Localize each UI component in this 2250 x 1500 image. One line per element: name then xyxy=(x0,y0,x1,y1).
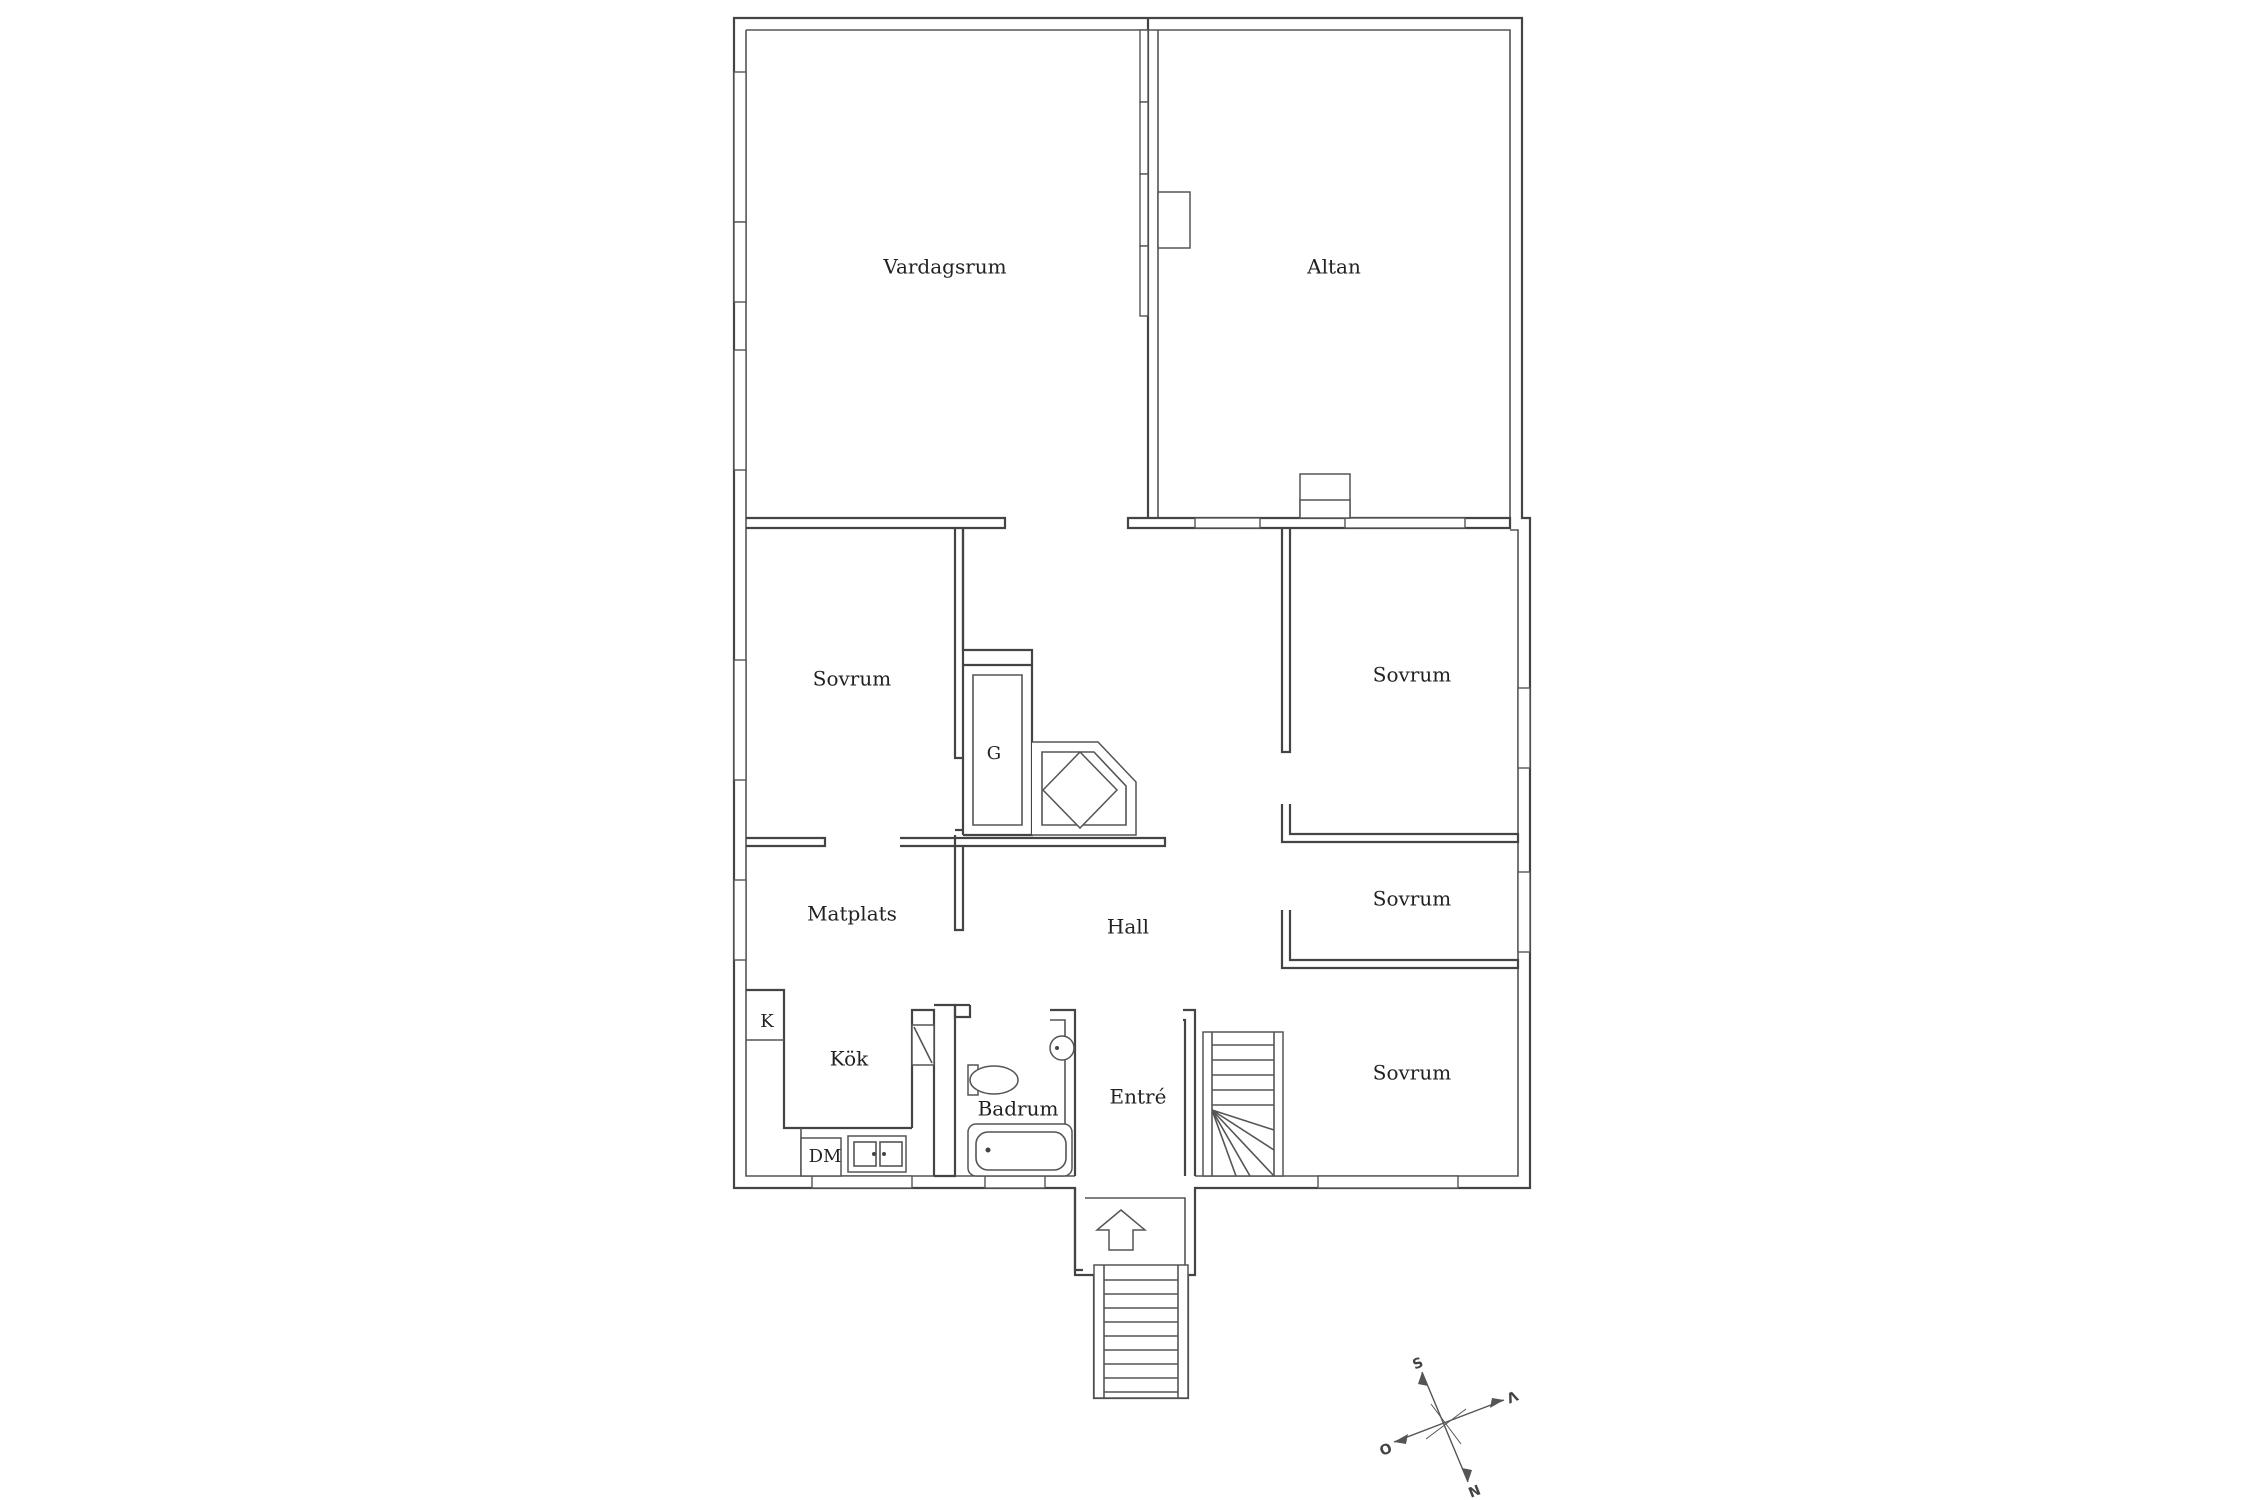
label-altan: Altan xyxy=(1306,255,1361,279)
label-sovrum-right-top: Sovrum xyxy=(1373,663,1451,687)
label-sovrum-left: Sovrum xyxy=(813,667,891,691)
label-dm: DM xyxy=(809,1146,842,1167)
entrance-arrow-icon xyxy=(1094,1209,1148,1251)
label-matplats: Matplats xyxy=(807,902,897,926)
interior-stairs xyxy=(1202,1031,1284,1177)
interior-walls xyxy=(746,473,1520,1178)
label-vardagsrum: Vardagsrum xyxy=(882,255,1006,279)
chimney-box xyxy=(1157,191,1191,249)
washbasin-icon xyxy=(1049,1035,1075,1061)
label-sovrum-right-mid: Sovrum xyxy=(1373,887,1451,911)
bathtub-icon xyxy=(967,1123,1073,1177)
bathroom-fixtures xyxy=(967,1035,1075,1177)
label-entre: Entré xyxy=(1110,1085,1167,1109)
compass-v: V xyxy=(1504,1387,1520,1406)
label-k: K xyxy=(760,1011,774,1032)
fireplace-symbol xyxy=(1041,750,1119,830)
windows-divider xyxy=(1139,29,1191,317)
windows-right xyxy=(1517,687,1531,953)
label-sovrum-right-bottom: Sovrum xyxy=(1373,1061,1451,1085)
windows-bottom xyxy=(811,1175,1459,1189)
room-labels: Vardagsrum Altan Sovrum Sovrum Sovrum So… xyxy=(760,255,1451,1168)
label-hall: Hall xyxy=(1107,915,1149,939)
outer-walls xyxy=(732,16,1532,1400)
compass-n: N xyxy=(1466,1480,1483,1499)
label-g: G xyxy=(987,743,1001,764)
compass-o: O xyxy=(1377,1440,1394,1459)
compass-s: S xyxy=(1410,1355,1425,1374)
windows-left xyxy=(733,71,747,961)
compass-icon: S V O N xyxy=(1377,1355,1520,1500)
label-badrum: Badrum xyxy=(978,1097,1059,1121)
label-kok: Kök xyxy=(830,1047,869,1071)
entrance-porch xyxy=(1073,1188,1189,1399)
kitchen-fixtures xyxy=(800,1135,907,1177)
toilet-icon xyxy=(969,1065,1019,1095)
